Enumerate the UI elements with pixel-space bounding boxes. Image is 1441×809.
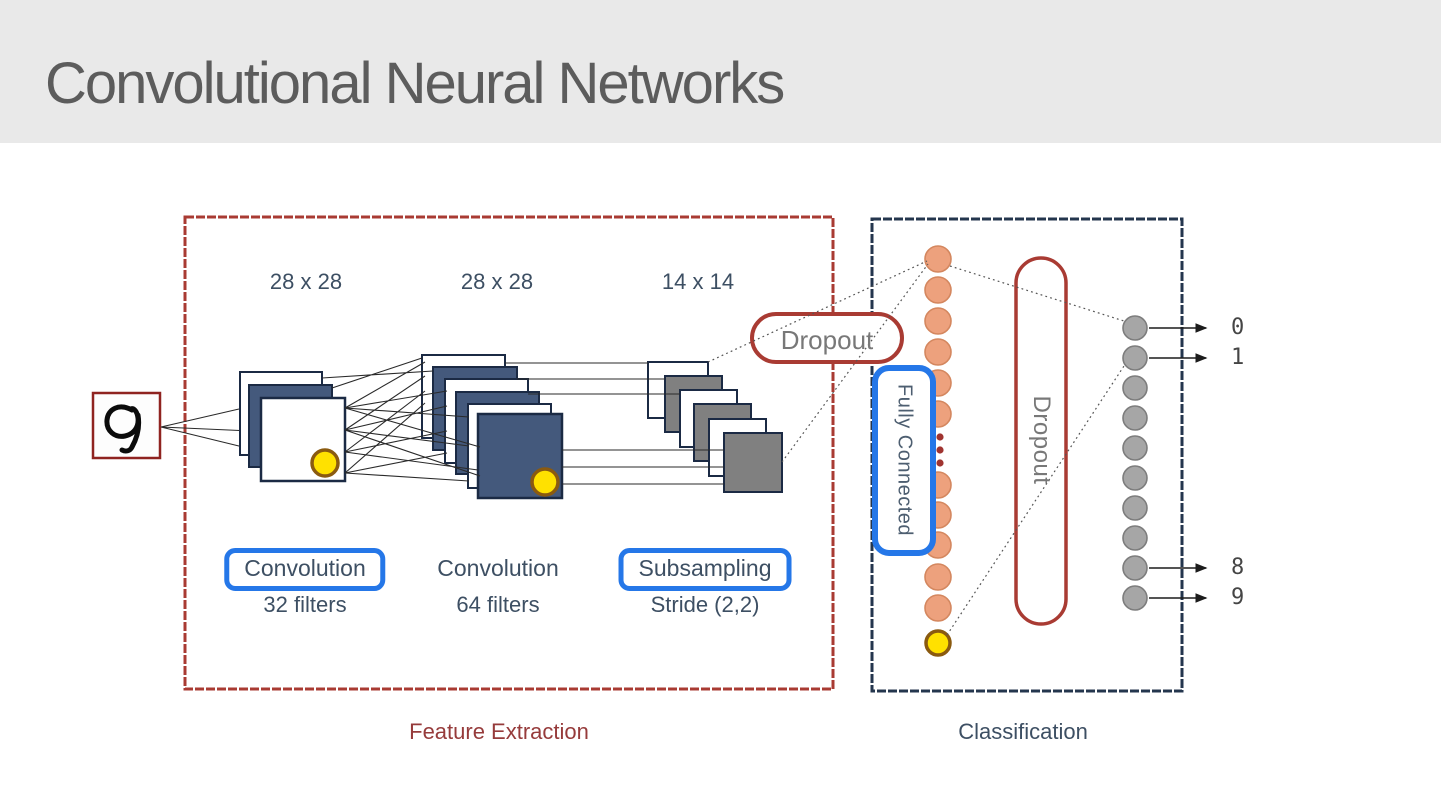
pool-detail: Stride (2,2) [650,592,760,617]
ellipsis-dot [936,459,944,467]
output-node [1122,495,1148,521]
conv1-to-conv2-connections [321,357,481,482]
conv1-name: Convolution [244,555,366,581]
output-node [1122,525,1148,551]
conv2-name: Convolution [437,555,559,581]
output-node [1122,375,1148,401]
header-band: Convolutional Neural Networks [0,0,1441,143]
layer-label-pool: Subsampling Stride (2,2) [618,548,792,618]
hidden-node [924,338,952,366]
diagram-shapes [91,215,1208,693]
output-node-1 [1122,345,1148,371]
output-node-9 [1122,585,1148,611]
dropout-pill-vertical [1014,256,1068,626]
pool-map-front [723,432,783,493]
output-digit-8: 8 [1231,555,1245,580]
conv2-detail: 64 filters [456,592,540,617]
output-node [1122,405,1148,431]
fully-connected-label: Fully Connected [893,383,916,537]
size-label-conv1: 28 x 28 [269,269,343,294]
conv1-highlight-box: Convolution [224,548,386,591]
conv2-label-box: Convolution [417,548,578,591]
conv1-receptive-field-dot [310,448,340,478]
fully-connected-pill [872,365,936,556]
output-node-0 [1122,315,1148,341]
layer-label-conv1: Convolution 32 filters [224,548,386,618]
size-label-conv2: 28 x 28 [460,269,534,294]
hidden-node [924,307,952,335]
pool-name: Subsampling [638,555,772,581]
dropout-label-vertical: Dropout [1028,395,1055,485]
hidden-node [924,276,952,304]
input-to-conv1-connections [160,408,252,448]
hidden-node [924,594,952,622]
feature-extraction-box [183,215,835,691]
conv1-detail: 32 filters [263,592,347,617]
output-node [1122,435,1148,461]
output-node-8 [1122,555,1148,581]
ellipsis-dot [936,433,944,441]
output-digit-1: 1 [1231,345,1245,370]
output-digit-9: 9 [1231,585,1245,610]
hidden-node-highlighted [924,629,952,657]
hidden-node [924,563,952,591]
dropout-pill-horizontal [750,312,904,364]
size-label-pool: 14 x 14 [661,269,735,294]
output-node [1122,465,1148,491]
hidden-node [924,245,952,273]
dotted-connections [707,260,1125,636]
output-digit-0: 0 [1231,315,1245,340]
handwritten-nine-glyph [104,404,142,454]
page-title: Convolutional Neural Networks [45,51,785,116]
conv2-receptive-field-dot [530,467,560,497]
conv2-to-pool-connections [505,362,724,485]
ellipsis-dot [936,446,944,454]
layer-label-conv2: Convolution 64 filters [417,548,578,618]
dropout-label-horizontal: Dropout [780,325,874,355]
input-digit-image [91,391,162,460]
classification-caption: Classification [958,719,1088,744]
cnn-diagram: 28 x 28 28 x 28 14 x 14 Dropout Convolut… [0,143,1441,809]
feature-extraction-caption: Feature Extraction [409,719,589,744]
pool-highlight-box: Subsampling [618,548,792,591]
